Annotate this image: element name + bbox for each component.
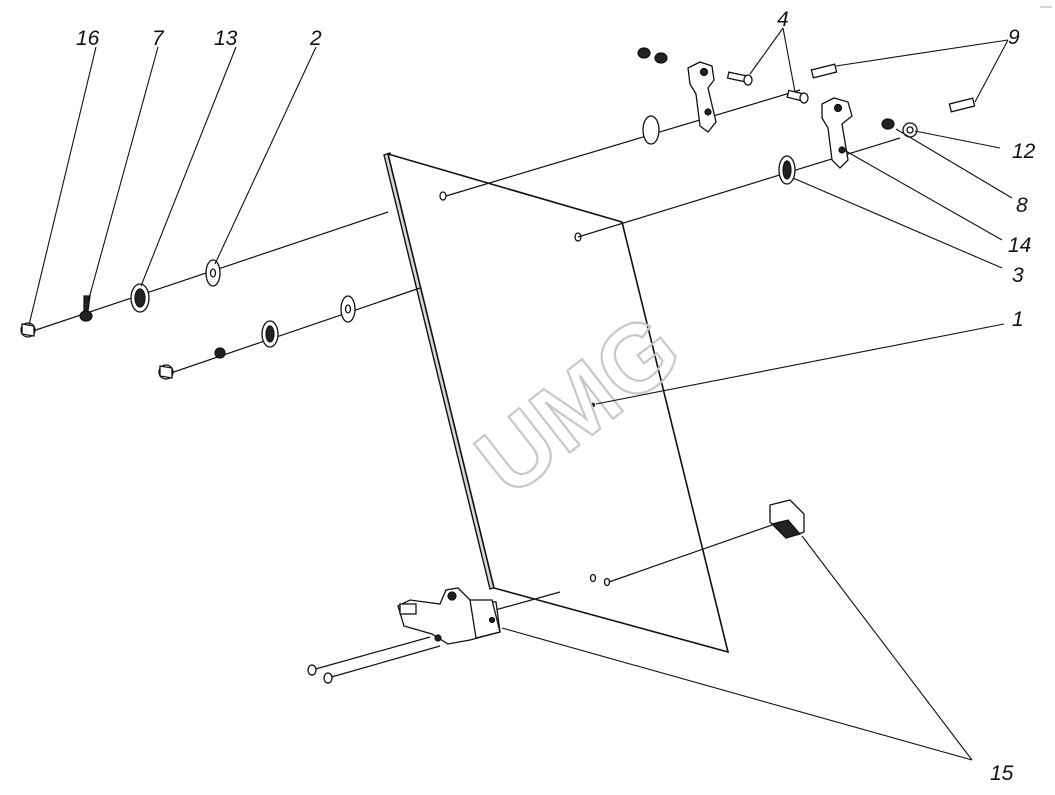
callout-labels: 16 7 13 2 4 9 12 8 14 3 1 15: [76, 8, 1036, 785]
callout-9: 9: [1008, 26, 1020, 49]
callout-12: 12: [1012, 140, 1036, 163]
leader-7: [87, 46, 159, 303]
bracket-hole-c: [488, 616, 496, 624]
axis-lower-left: [164, 287, 421, 376]
hinge-arm-left: [687, 61, 717, 133]
rubber-washer-13: [130, 283, 150, 313]
callout-13: 13: [214, 27, 238, 50]
panel-hole-top-left: [439, 191, 447, 201]
axis-top-hinge: [445, 89, 801, 197]
top-hinge-group: [637, 47, 976, 185]
axis-bottom-screws: [311, 636, 431, 671]
leader-lines: [28, 27, 1013, 761]
bottom-latch-bracket: [397, 587, 501, 645]
leader-1: [595, 323, 1005, 405]
knob-nut-lower: [158, 364, 174, 380]
bottom-screws: [307, 664, 333, 684]
leader-13: [140, 46, 237, 287]
flat-washer-lower: [340, 295, 356, 323]
callout-15: 15: [990, 762, 1014, 785]
axis-bottom-right: [608, 524, 773, 583]
nut-12: [881, 118, 895, 130]
leader-15a: [501, 627, 973, 761]
panel-reference-dot: [590, 402, 596, 408]
glass-panel: [383, 152, 730, 654]
nut-top-a: [637, 47, 651, 59]
callout-4: 4: [777, 8, 789, 31]
bracket-hole-b: [434, 634, 442, 642]
leader-9b: [974, 39, 1009, 103]
knob-nut-16: [20, 322, 36, 338]
callout-8: 8: [1016, 194, 1028, 217]
bracket-hole-a: [447, 591, 457, 601]
bolt-4-right: [786, 89, 809, 104]
leader-3: [792, 177, 1003, 269]
nut-top-b: [654, 52, 668, 64]
rubber-washer-lower: [261, 320, 279, 348]
callout-7: 7: [152, 27, 165, 50]
leader-14: [843, 149, 1003, 241]
bolt-4-left: [726, 71, 753, 86]
left-fastener-stack-lower: [158, 295, 356, 380]
callout-3: 3: [1012, 264, 1024, 287]
callout-16: 16: [76, 27, 100, 50]
leader-8: [895, 128, 1013, 199]
screw-head-b: [323, 672, 333, 684]
assembly-axes: [29, 89, 901, 679]
leader-2: [214, 46, 317, 265]
nut-lower: [214, 347, 226, 359]
hinge-arm-right-14: [821, 97, 853, 169]
wing-nut-7: [79, 295, 93, 322]
axis-top-right: [577, 137, 901, 238]
screw-head-a: [307, 664, 317, 676]
callout-14: 14: [1008, 234, 1031, 257]
leader-16: [28, 46, 97, 326]
leader-4b: [782, 27, 796, 93]
callout-2: 2: [309, 27, 322, 50]
leader-12: [914, 130, 1001, 149]
leader-15b: [801, 535, 973, 761]
left-fastener-stack-upper: [20, 259, 221, 338]
panel-hole-bottom-1: [589, 573, 597, 583]
leader-9a: [835, 39, 1009, 67]
rubber-washer-3: [778, 155, 796, 185]
flat-washer-2: [205, 259, 221, 287]
pin-9-left: [810, 63, 838, 79]
panel-face: [386, 152, 730, 654]
axis-bottom-screws-2: [327, 645, 441, 679]
leader-4a: [749, 27, 784, 75]
washer-8: [902, 122, 918, 138]
hinge-washer-left: [642, 115, 660, 145]
pin-9-right: [948, 97, 976, 113]
bracket-tab: [399, 603, 417, 615]
panel-hole-bottom-2: [603, 577, 611, 587]
callout-1: 1: [1012, 308, 1024, 331]
latch-block-15: [769, 499, 805, 539]
